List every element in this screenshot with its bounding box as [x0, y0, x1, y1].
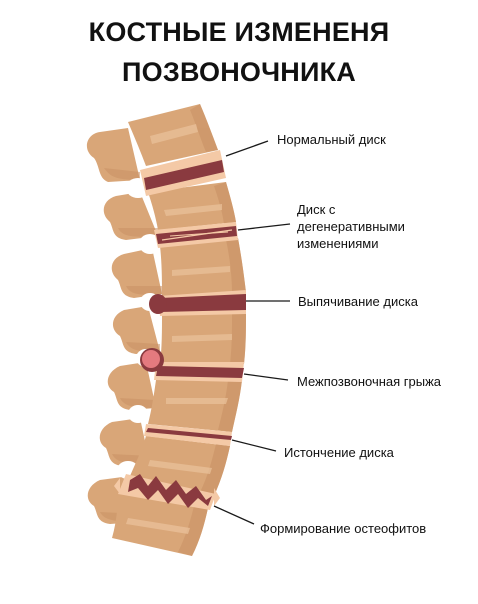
vertebra-shading: [178, 104, 246, 556]
leader-lines: [213, 140, 291, 525]
herniated-disc: [140, 348, 244, 382]
title-line-2: ПОЗВОНОЧНИКА: [122, 57, 356, 87]
leader-degenerative-disc: [237, 223, 291, 231]
vertebra-5: [148, 380, 242, 432]
diagram-title: КОСТНЫЕ ИЗМЕНЕНЯ ПОЗВОНОЧНИКА: [0, 12, 478, 92]
title-line-1: КОСТНЫЕ ИЗМЕНЕНЯ: [88, 17, 390, 47]
degenerative-disc: [154, 222, 238, 248]
leader-osteophytes: [213, 505, 255, 525]
bulging-disc: [149, 290, 246, 316]
label-normal-disc: Нормальный диск: [277, 132, 386, 147]
label-hernia: Межпозвоночная грыжа: [297, 374, 442, 389]
label-osteophytes: Формирование остеофитов: [260, 521, 427, 536]
leader-normal-disc: [225, 140, 269, 157]
label-degenerative-disc: Диск с дегенеративными изменениями: [297, 202, 405, 251]
label-disc-bulge: Выпячивание диска: [298, 294, 418, 309]
osteophyte-disc: [114, 474, 220, 510]
leader-hernia: [243, 373, 289, 381]
normal-disc: [140, 150, 226, 196]
label-thinning: Истончение диска: [284, 445, 394, 460]
vertebra-2: [148, 182, 236, 230]
thinning-disc: [144, 424, 232, 446]
leader-thinning: [231, 439, 277, 452]
vertebra-highlights: [126, 124, 232, 534]
